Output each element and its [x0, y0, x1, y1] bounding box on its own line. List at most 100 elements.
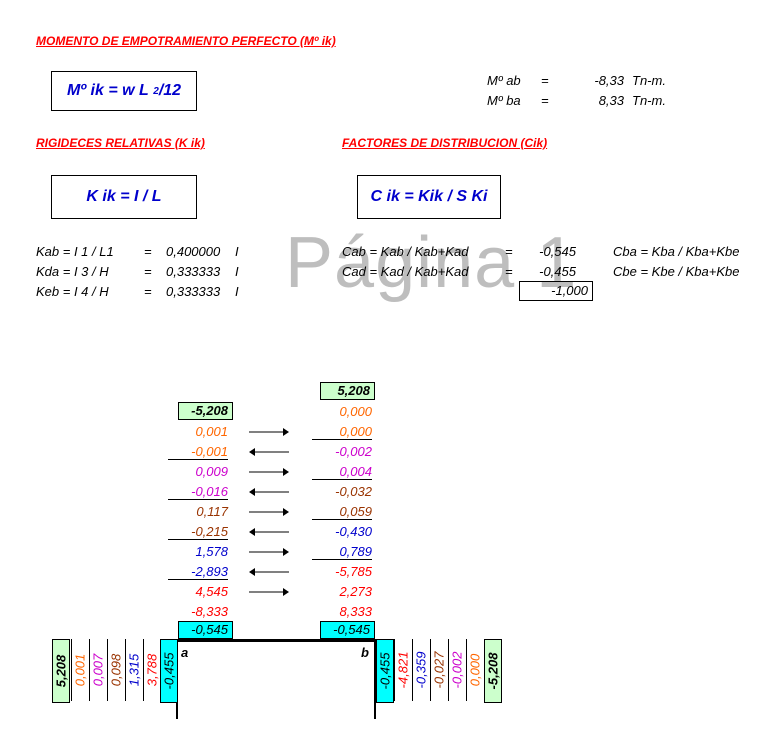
factor-label: Cab = Kab / Kab+Kad: [342, 244, 469, 259]
factor-right-label: Cbe = Kbe / Kba+Kbe: [613, 264, 740, 279]
arrow-right-icon: [249, 428, 289, 436]
node-a-label: a: [181, 645, 189, 660]
rigidity-unit: I: [235, 244, 239, 259]
section-title-rigidity: RIGIDECES RELATIVAS (K ik): [36, 136, 205, 150]
moment-formula-box: Mº ik = w L 2/12: [51, 71, 197, 111]
right-value: -0,002: [335, 444, 372, 459]
factor-eq: =: [505, 244, 513, 259]
left-vert-value: 0,098: [108, 653, 124, 687]
section-title-moment: MOMENTO DE EMPOTRAMIENTO PERFECTO (Mº ik…: [36, 34, 336, 48]
right-vert-cell: -0,027: [430, 639, 447, 701]
left-vert-value: 3,788: [144, 653, 160, 687]
left-value: 0,009: [195, 464, 228, 479]
left-value: -2,893: [168, 564, 228, 580]
moment-label: Mº ab: [487, 73, 521, 88]
moment-eq: =: [541, 73, 549, 88]
right-value: 0,000: [339, 404, 372, 419]
right-value: 0,789: [312, 544, 372, 560]
left-vert-cell: -0,455: [160, 639, 178, 703]
left-vert-cell: 3,788: [143, 639, 160, 701]
right-value: 0,059: [312, 504, 372, 520]
factor-formula: C ik = Kik / S Ki: [370, 188, 488, 205]
moment-eq: =: [541, 93, 549, 108]
rigidity-eq: =: [144, 284, 152, 299]
right-value: -5,785: [335, 564, 372, 579]
right-top-cell: 5,208: [320, 382, 375, 400]
factor-formula-box: C ik = Kik / S Ki: [357, 175, 501, 219]
right-value: -0,430: [335, 524, 372, 539]
right-vert-cell: -0,002: [448, 639, 465, 701]
arrow-left-icon: [249, 448, 289, 456]
arrow-left-icon: [249, 528, 289, 536]
factor-value: -0,455: [539, 264, 576, 279]
moment-unit: Tn-m.: [632, 73, 666, 88]
right-vert-value: -0,002: [449, 651, 465, 689]
right-value: 0,000: [312, 424, 372, 440]
left-vert-cell: 0,001: [71, 639, 88, 701]
rigidity-formula: K ik = I / L: [86, 188, 162, 205]
left-value: 4,545: [195, 584, 228, 599]
factor-value: -0,545: [539, 244, 576, 259]
left-value: 0,117: [196, 504, 228, 519]
right-value: -0,032: [335, 484, 372, 499]
left-factor-cell: -0,545: [178, 621, 233, 639]
left-value: 1,578: [195, 544, 228, 559]
right-vert-cell: -4,821: [394, 639, 411, 701]
right-vert-value: -4,821: [395, 651, 411, 689]
rigidity-value: 0,333333: [166, 264, 221, 279]
left-vert-value: 5,208: [53, 654, 69, 688]
arrow-right-icon: [249, 548, 289, 556]
right-column-member: [374, 639, 376, 719]
factor-eq: =: [505, 264, 513, 279]
rigidity-unit: I: [235, 284, 239, 299]
left-vert-value: -0,455: [161, 652, 177, 690]
node-b-label: b: [361, 645, 369, 660]
left-value: -8,333: [191, 604, 228, 619]
rigidity-label: Kda = I 3 / H: [36, 264, 109, 279]
rigidity-value: 0,400000: [166, 244, 221, 259]
moment-label: Mº ba: [487, 93, 521, 108]
arrow-right-icon: [249, 588, 289, 596]
left-vert-value: 0,001: [72, 653, 88, 687]
arrow-left-icon: [249, 488, 289, 496]
right-vert-cell: 0,000: [466, 639, 483, 701]
rigidity-unit: I: [235, 264, 239, 279]
left-vert-cell: 1,315: [125, 639, 142, 701]
right-vert-value: -0,359: [413, 651, 429, 689]
rigidity-formula-box: K ik = I / L: [51, 175, 197, 219]
moment-value: 8,33: [598, 93, 624, 108]
left-value: -0,215: [168, 524, 228, 540]
factor-label: Cad = Kad / Kab+Kad: [342, 264, 469, 279]
right-factor-cell: -0,545: [320, 621, 375, 639]
left-vert-value: 0,007: [90, 653, 106, 687]
rigidity-eq: =: [144, 244, 152, 259]
arrow-right-icon: [249, 508, 289, 516]
rigidity-label: Keb = I 4 / H: [36, 284, 109, 299]
arrow-left-icon: [249, 568, 289, 576]
right-vert-cell: -5,208: [484, 639, 502, 703]
left-vert-cell: 0,098: [107, 639, 124, 701]
right-vert-value: -5,208: [485, 652, 501, 690]
arrow-right-icon: [249, 468, 289, 476]
left-vert-cell: 0,007: [89, 639, 106, 701]
right-value: 8,333: [339, 604, 372, 619]
left-vert-cell: 5,208: [52, 639, 70, 703]
left-value: -0,016: [168, 484, 228, 500]
factor-right-label: Cba = Kba / Kba+Kbe: [613, 244, 740, 259]
section-title-factors: FACTORES DE DISTRIBUCION (Cik): [342, 136, 548, 150]
right-value: 2,273: [339, 584, 372, 599]
moment-formula-exp: 2: [153, 85, 159, 97]
beam: [176, 639, 377, 642]
moment-value: -8,33: [594, 73, 624, 88]
right-vert-value: 0,000: [467, 653, 483, 687]
rigidity-label: Kab = I 1 / L1: [36, 244, 114, 259]
rigidity-eq: =: [144, 264, 152, 279]
left-value: -0,001: [168, 444, 228, 460]
rigidity-value: 0,333333: [166, 284, 221, 299]
moment-formula: Mº ik = w L: [66, 82, 149, 99]
left-top-cell: -5,208: [178, 402, 233, 420]
factor-sum-cell: -1,000: [519, 281, 593, 301]
right-vert-value: -0,027: [431, 651, 447, 689]
right-vert-value: -0,455: [377, 652, 393, 690]
moment-unit: Tn-m.: [632, 93, 666, 108]
